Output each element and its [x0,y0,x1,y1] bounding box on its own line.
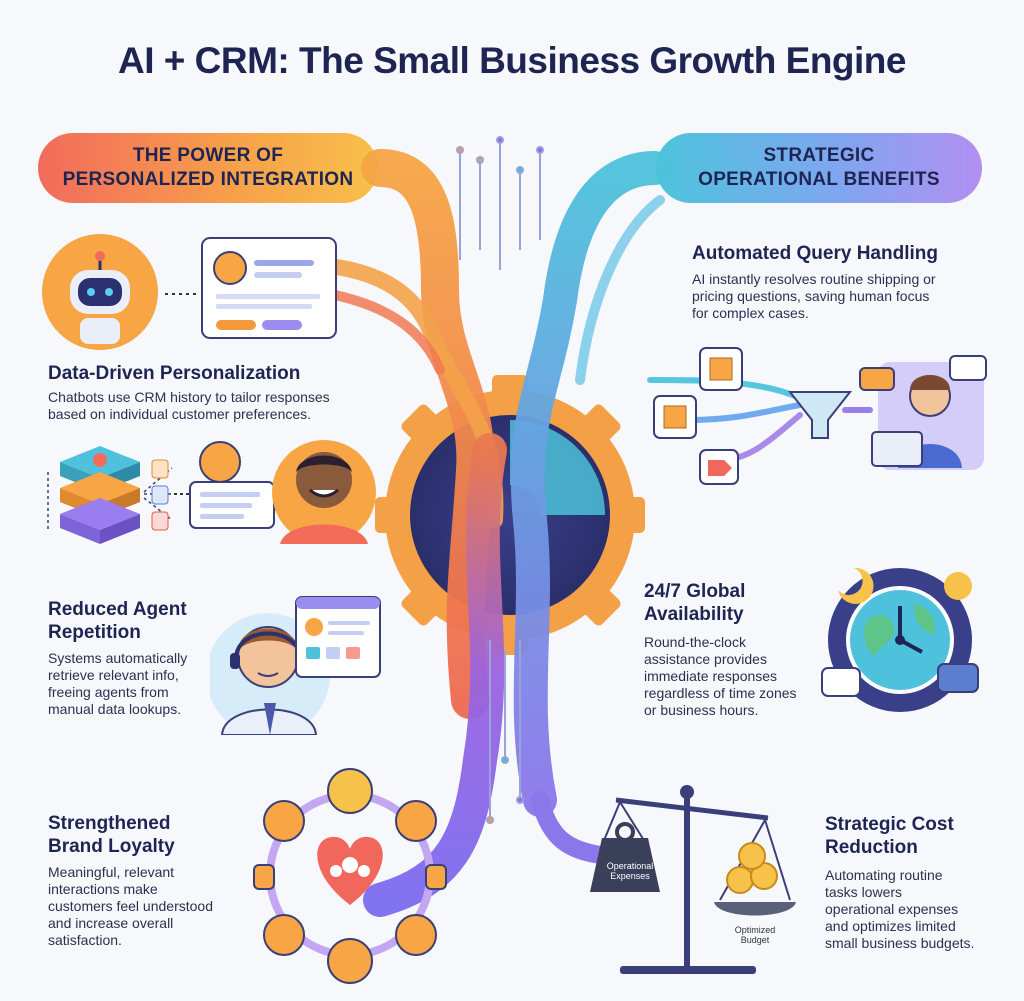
section-body-line: retrieve relevant info, [48,667,179,683]
section-heading: Automated Query Handling [692,243,938,264]
section-body-line: immediate responses [644,668,778,684]
funnel-icon [787,391,853,439]
optimized-budget-label: Optimized Budget [720,925,790,945]
section-heading-line: Reduced Agent [48,599,187,620]
section-heading-line: 24/7 Global [644,581,746,602]
chat-bubble-icon [937,663,979,693]
chatbot-personalization-illustration [42,234,337,350]
section-body-line: small business budgets. [825,935,975,951]
operational-expenses-label: Operational Expenses [590,861,670,881]
query-handling-illustration [653,347,987,485]
left-header-line2: PERSONALIZED INTEGRATION [62,169,354,190]
section-body-line: manual data lookups. [48,701,182,717]
balance-scale-illustration [590,785,796,974]
scale-label-line: Operational [606,861,654,871]
section-heading-line: Strengthened [48,813,171,834]
section-body-line: based on individual customer preferences… [48,406,312,422]
gear-icon [375,375,645,655]
section-body-line: or business hours. [644,702,759,718]
left-header-line1: THE POWER OF [132,145,284,166]
section-automated-query-handling: Automated Query Handling AI instantly re… [692,242,992,322]
section-heading: Data-Driven Personalization [48,363,301,384]
database-stack-icon [60,446,140,544]
customer-avatar-ring [253,768,447,984]
moon-icon [838,567,874,604]
section-strategic-cost-reduction: Strategic Cost Reduction Automating rout… [825,813,1015,952]
left-column-header: THE POWER OF PERSONALIZED INTEGRATION [38,133,378,203]
section-body-line: regardless of time zones [644,685,797,701]
section-heading-line: Reduction [825,837,918,858]
section-body-line: tasks lowers [825,884,903,900]
section-body-line: freeing agents from [48,684,169,700]
section-body-line: Round-the-clock [644,634,746,650]
right-column-header: STRATEGIC OPERATIONAL BENEFITS [656,133,982,203]
chat-bubble-icon [821,667,861,697]
section-strengthened-brand-loyalty: Strengthened Brand Loyalty Meaningful, r… [48,812,248,949]
section-body-line: Systems automatically [48,650,188,666]
section-heading-line: Strategic Cost [825,814,954,835]
support-agent-laptop-icon [859,355,987,470]
page-title: AI + CRM: The Small Business Growth Engi… [118,40,906,81]
section-data-driven-personalization: Data-Driven Personalization Chatbots use… [48,362,388,423]
section-body-line: AI instantly resolves routine shipping o… [692,271,936,287]
package-icon [699,347,743,391]
chat-bubble-icon [189,441,289,529]
price-tag-icon [699,449,739,485]
section-body-line: and increase overall [48,915,174,931]
happy-customer-avatar [272,440,376,544]
section-heading-line: Repetition [48,622,141,643]
section-reduced-agent-repetition: Reduced Agent Repetition Systems automat… [48,598,218,718]
globe-clock-icon [846,586,954,694]
customer-profile-card-icon [201,237,337,339]
section-body-line: Automating routine [825,867,943,883]
section-global-availability: 24/7 Global Availability Round-the-clock… [644,580,824,719]
right-header-line1: STRATEGIC [763,145,875,166]
user-card-icons [151,459,169,531]
section-body-line: operational expenses [825,901,959,917]
scale-label-line: Budget [740,935,770,945]
section-heading-line: Availability [644,604,744,625]
section-body-line: Chatbots use CRM history to tailor respo… [48,389,330,405]
heart-community-icon [317,836,383,905]
scale-label-line: Optimized [734,925,776,935]
crm-data-flow-illustration [47,440,376,544]
section-body-line: and optimizes limited [825,918,956,934]
section-body-line: satisfaction. [48,932,122,948]
robot-icon [42,234,158,350]
support-agent-avatar [220,626,318,735]
global-clock-illustration [821,567,979,712]
sun-icon [944,572,972,600]
section-body-line: interactions make [48,881,158,897]
scale-label-line: Expenses [610,871,650,881]
crm-window-icon [295,596,381,678]
brand-loyalty-illustration [253,768,447,984]
package-icon [653,395,697,439]
section-heading-line: Brand Loyalty [48,836,175,857]
section-body-line: customers feel understood [48,898,213,914]
right-header-line2: OPERATIONAL BENEFITS [698,169,940,190]
section-body-line: assistance provides [644,651,767,667]
weight-icon [590,822,660,892]
support-agent-illustration [210,596,381,735]
section-body-line: for complex cases. [692,305,809,321]
section-body-line: pricing questions, saving human focus [692,288,930,304]
coins-icon [714,842,796,916]
section-body-line: Meaningful, relevant [48,864,175,880]
